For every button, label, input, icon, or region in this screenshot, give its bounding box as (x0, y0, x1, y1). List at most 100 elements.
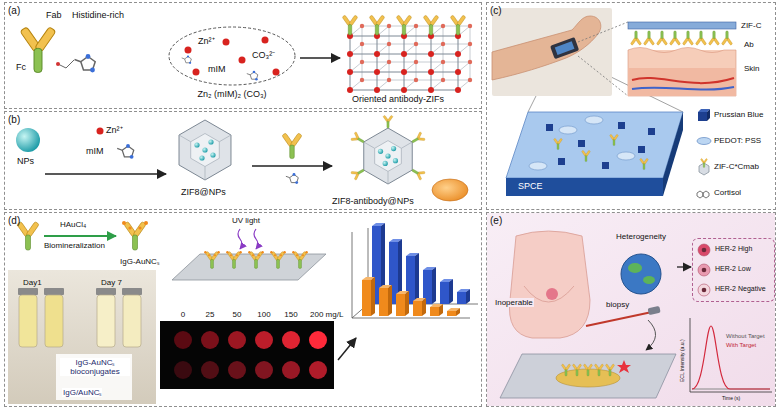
legend-icons (697, 109, 711, 198)
zif-edge (401, 142, 412, 148)
vial-body (19, 295, 37, 347)
zinc-node (455, 51, 461, 57)
fluorescence-dot (255, 361, 273, 379)
zinc-node (347, 51, 353, 57)
prussian-blue-cube (618, 122, 625, 129)
pedot-disc (559, 126, 577, 134)
antibody-symbol (708, 31, 719, 45)
antibody-symbol (630, 31, 641, 45)
antibody-symbol (450, 15, 466, 35)
vial-body (123, 295, 141, 347)
legend-text: PEDOT: PSS (714, 136, 761, 145)
antibody-symbol (410, 131, 426, 146)
part-label: Fab (46, 10, 62, 20)
zinc-node (428, 51, 434, 57)
note-label: Inoperable (494, 298, 534, 307)
node-text: CO₃²⁻ (252, 50, 275, 60)
zif-edge (364, 142, 375, 148)
chart-bar (413, 301, 422, 316)
zinc-node (360, 24, 364, 28)
nanoparticle (385, 153, 390, 158)
nanoparticle (383, 161, 388, 166)
chart-bar-side (432, 267, 436, 304)
histidine-molecule (56, 54, 95, 72)
nanoparticle (210, 152, 215, 157)
biopsy-needle (586, 306, 661, 350)
zinc-node (401, 87, 407, 93)
chart-bar-side (371, 277, 375, 316)
antibody-symbol (721, 31, 732, 45)
gold-cluster (270, 251, 286, 256)
reaction-arrow (252, 165, 332, 167)
slab-top (506, 112, 683, 178)
dashed-ellipse (169, 27, 295, 85)
expression-box: HER-2 HighHER-2 LowHER-2 Negative (692, 238, 775, 302)
antibody-symbol (594, 364, 603, 376)
antibody-symbol (227, 251, 240, 268)
zinc-node (347, 69, 353, 75)
chart-bar-side (422, 298, 426, 316)
pedot-disc (617, 152, 635, 160)
chart-bar (457, 292, 466, 304)
reagent-label: HAuCl₄ (60, 220, 86, 229)
legend-text: Prussian Blue (714, 110, 763, 119)
antibody-symbol (124, 221, 146, 250)
node-text: Zn²⁺ (198, 36, 215, 46)
concentration-label: 25 (206, 310, 215, 319)
part-label: Histidine-rich (72, 10, 124, 20)
nanoparticle (194, 142, 199, 147)
target-cell (432, 179, 468, 201)
fluorescence-dot (228, 361, 246, 379)
fluorescence-dot (282, 361, 300, 379)
product-label: IgG-AuNCₛ (120, 257, 159, 266)
concentration-label: 150 (284, 310, 297, 319)
panel-box: (c)SPCE (486, 2, 776, 210)
cell-icon (698, 284, 710, 296)
ecl-electrode (500, 354, 676, 398)
nanoparticle (199, 155, 204, 160)
zinc-node (347, 87, 353, 93)
antibody-symbol (383, 115, 393, 128)
chart-bar (430, 307, 439, 316)
antibody-symbol (700, 158, 707, 167)
fluorescence-dot (174, 361, 192, 379)
zinc-node (360, 60, 364, 64)
chart-bar-side (439, 304, 443, 316)
lattice-line (350, 36, 351, 90)
node-text: HER-2 Low (715, 265, 751, 273)
zinc-node (360, 42, 364, 46)
antibody-symbol (554, 138, 563, 149)
layer-label: Ab (744, 40, 754, 49)
cell-nucleus (702, 268, 707, 273)
chart-bar (440, 282, 449, 304)
chart-axes (352, 228, 478, 318)
globe-circle: Heterogeneity (606, 232, 676, 296)
zif-crystal (364, 128, 412, 184)
antibody-symbol (643, 31, 654, 45)
photo-label: Day1 (22, 278, 43, 287)
antibody-symbol (582, 150, 591, 161)
antibody-symbol (669, 31, 680, 45)
zinc-node (428, 87, 434, 93)
antibody-symbol (271, 251, 284, 268)
fluorescence-dot (309, 331, 327, 349)
product-label: ZIF8-antibody@NPs (332, 196, 414, 206)
axis-label: ECL Intensity (a.u.) (680, 339, 686, 382)
antibody-symbol (350, 131, 366, 146)
zinc-node (387, 24, 391, 28)
antibody-symbol (640, 158, 649, 169)
cell-nucleus (702, 248, 707, 253)
antibody-symbol (249, 251, 262, 268)
gold-cluster (204, 251, 220, 256)
legend-text: Cortisol (714, 188, 741, 197)
lattice-line (470, 26, 471, 80)
zinc-node (414, 42, 418, 46)
torso-illustration (509, 231, 590, 338)
reagent-label: Zn²⁺ (106, 125, 123, 135)
node-text: mIM (208, 64, 226, 74)
zinc-node (414, 24, 418, 28)
zinc-node (455, 87, 461, 93)
lattice-line (431, 36, 432, 90)
panel-box: (e)HeterogeneityHER-2 HighHER-2 LowHER-2… (486, 212, 776, 407)
pedot-disc (529, 162, 547, 170)
